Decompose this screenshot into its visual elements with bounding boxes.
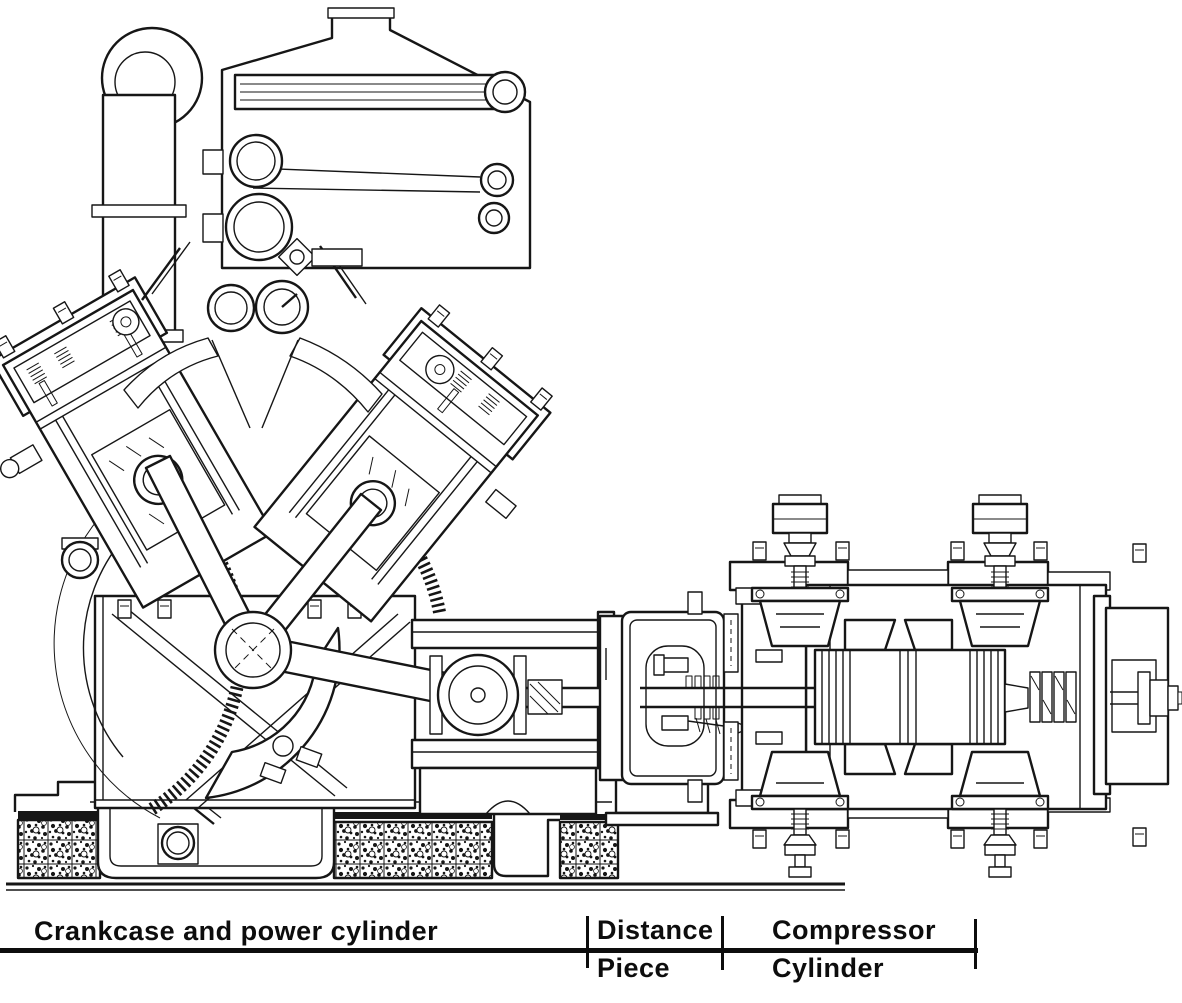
intake-manifold (123, 237, 383, 429)
guide-rail-bottom (410, 738, 614, 770)
left-bank-side-boss (0, 458, 20, 479)
rod-oil-slinger-rings (685, 675, 720, 720)
distance-piece-label-line1: Distance (597, 915, 714, 945)
camshaft-bore-left (60, 540, 100, 580)
caption-rule (0, 948, 978, 953)
engine-compressor-cross-section (0, 7, 1182, 891)
compressor-cylinder-label-line2: Cylinder (772, 953, 885, 983)
rocker-boss (112, 308, 140, 336)
caption-divider-right (974, 919, 977, 969)
right-bank-side-boss (485, 488, 517, 520)
compressor-cylinder-label-line1: Compressor (772, 915, 937, 945)
distance-piece-label-line2: Piece (597, 953, 671, 983)
piston-rod-nut (527, 679, 563, 715)
guide-pedestal (418, 766, 598, 816)
air-port-lower (224, 192, 294, 262)
jacket-window (843, 618, 897, 652)
crosshead (429, 653, 563, 737)
air-port-upper (228, 133, 284, 189)
concrete-block-right (558, 820, 620, 880)
manifold-arm-right (289, 337, 383, 413)
guide-rail-top (410, 618, 614, 650)
injector-boss (277, 237, 317, 277)
concrete-block-middle (332, 820, 494, 880)
bedplate-foot-shadow (320, 812, 492, 819)
piston-nut (1004, 683, 1029, 713)
compressor-cylinder (728, 493, 1182, 879)
caption-divider-left (586, 916, 589, 968)
counterweight (204, 626, 341, 800)
crosshead-pin (436, 653, 520, 737)
duct-flange (91, 204, 187, 218)
concrete-block-left (16, 818, 102, 880)
bedplate-channel (492, 792, 560, 878)
bedplate-left-foot (13, 780, 95, 812)
distance-piece-housing (620, 610, 726, 786)
manifold-arm-left (123, 337, 219, 409)
piston-rings (821, 651, 999, 743)
bedplate-foot-shadow (560, 814, 618, 820)
turbocharger-aftercooler (91, 7, 532, 343)
caption-divider-middle (721, 916, 724, 970)
tail-rod-assembly (1110, 671, 1182, 725)
bedplate-foot-shadow (18, 811, 100, 819)
rocker-boss (425, 354, 455, 385)
crankcase-power-cylinder-label: Crankcase and power cylinder (34, 916, 439, 946)
distance-piece-stud-top (687, 591, 703, 615)
rod-packing (1029, 671, 1077, 723)
cross-pipe (311, 248, 363, 267)
jacket-window (843, 742, 897, 776)
distance-piece-stud-bottom (687, 779, 703, 803)
crank-train (144, 454, 483, 800)
distance-piece (598, 591, 751, 827)
filler-stub (327, 7, 395, 19)
